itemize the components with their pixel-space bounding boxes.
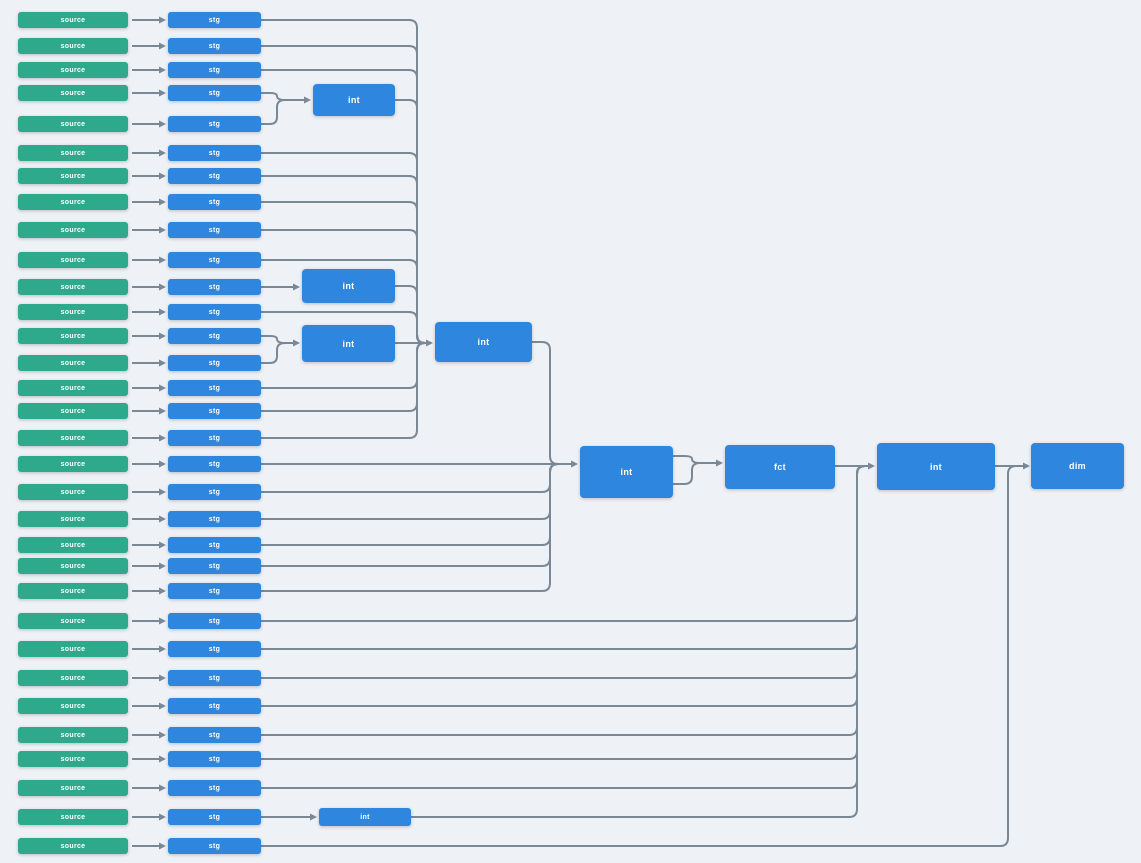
node-source-11[interactable]: source	[18, 279, 128, 295]
node-source-25[interactable]: source	[18, 641, 128, 657]
node-source-23[interactable]: source	[18, 583, 128, 599]
node-source-17[interactable]: source	[18, 430, 128, 446]
node-source-13[interactable]: source	[18, 328, 128, 344]
node-source-9[interactable]: source	[18, 222, 128, 238]
edge-stg-out-5	[261, 99, 286, 125]
node-source-26[interactable]: source	[18, 670, 128, 686]
edge-int7-out	[411, 465, 866, 818]
node-source-14[interactable]: source	[18, 355, 128, 371]
node-stg-4[interactable]: stg	[168, 85, 261, 101]
edge-int5-to-fct-b	[673, 462, 701, 485]
node-stg-21[interactable]: stg	[168, 537, 261, 553]
node-stg-7[interactable]: stg	[168, 168, 261, 184]
node-int1[interactable]: int	[313, 84, 395, 116]
node-source-22[interactable]: source	[18, 558, 128, 574]
node-source-12[interactable]: source	[18, 304, 128, 320]
node-int4[interactable]: int	[435, 322, 532, 362]
node-stg-20[interactable]: stg	[168, 511, 261, 527]
node-int3[interactable]: int	[302, 325, 395, 362]
node-source-1[interactable]: source	[18, 12, 128, 28]
node-source-8[interactable]: source	[18, 194, 128, 210]
node-source-24[interactable]: source	[18, 613, 128, 629]
node-source-27[interactable]: source	[18, 698, 128, 714]
node-stg-10[interactable]: stg	[168, 252, 261, 268]
node-source-4[interactable]: source	[18, 85, 128, 101]
node-source-18[interactable]: source	[18, 456, 128, 472]
node-source-20[interactable]: source	[18, 511, 128, 527]
node-stg-24[interactable]: stg	[168, 613, 261, 629]
node-source-29[interactable]: source	[18, 751, 128, 767]
node-stg-22[interactable]: stg	[168, 558, 261, 574]
node-dim[interactable]: dim	[1031, 443, 1124, 489]
node-stg-18[interactable]: stg	[168, 456, 261, 472]
node-stg-5[interactable]: stg	[168, 116, 261, 132]
node-source-28[interactable]: source	[18, 727, 128, 743]
node-stg-2[interactable]: stg	[168, 38, 261, 54]
node-stg-19[interactable]: stg	[168, 484, 261, 500]
node-int5[interactable]: int	[580, 446, 673, 498]
node-stg-14[interactable]: stg	[168, 355, 261, 371]
node-source-6[interactable]: source	[18, 145, 128, 161]
node-stg-27[interactable]: stg	[168, 698, 261, 714]
node-source-30[interactable]: source	[18, 780, 128, 796]
node-int6[interactable]: int	[877, 443, 995, 490]
node-source-2[interactable]: source	[18, 38, 128, 54]
node-stg-28[interactable]: stg	[168, 727, 261, 743]
node-source-5[interactable]: source	[18, 116, 128, 132]
node-source-21[interactable]: source	[18, 537, 128, 553]
node-stg-16[interactable]: stg	[168, 403, 261, 419]
node-stg-6[interactable]: stg	[168, 145, 261, 161]
node-stg-1[interactable]: stg	[168, 12, 261, 28]
node-source-16[interactable]: source	[18, 403, 128, 419]
node-stg-3[interactable]: stg	[168, 62, 261, 78]
node-source-31[interactable]: source	[18, 809, 128, 825]
node-stg-23[interactable]: stg	[168, 583, 261, 599]
node-stg-8[interactable]: stg	[168, 194, 261, 210]
node-stg-32[interactable]: stg	[168, 838, 261, 854]
node-stg-9[interactable]: stg	[168, 222, 261, 238]
node-stg-12[interactable]: stg	[168, 304, 261, 320]
node-source-3[interactable]: source	[18, 62, 128, 78]
node-stg-13[interactable]: stg	[168, 328, 261, 344]
node-stg-11[interactable]: stg	[168, 279, 261, 295]
node-stg-15[interactable]: stg	[168, 380, 261, 396]
node-stg-26[interactable]: stg	[168, 670, 261, 686]
node-source-10[interactable]: source	[18, 252, 128, 268]
node-source-15[interactable]: source	[18, 380, 128, 396]
node-stg-29[interactable]: stg	[168, 751, 261, 767]
node-stg-30[interactable]: stg	[168, 780, 261, 796]
edges-group	[132, 16, 1030, 850]
node-int7[interactable]: int	[319, 808, 411, 826]
node-stg-17[interactable]: stg	[168, 430, 261, 446]
node-source-7[interactable]: source	[18, 168, 128, 184]
edge-stg-out-23	[261, 463, 559, 592]
node-source-19[interactable]: source	[18, 484, 128, 500]
node-stg-31[interactable]: stg	[168, 809, 261, 825]
node-fct[interactable]: fct	[725, 445, 835, 489]
edge-stg-out-14	[261, 342, 286, 364]
edge-int4-out	[532, 341, 559, 465]
node-source-32[interactable]: source	[18, 838, 128, 854]
node-int2[interactable]: int	[302, 269, 395, 303]
node-stg-25[interactable]: stg	[168, 641, 261, 657]
